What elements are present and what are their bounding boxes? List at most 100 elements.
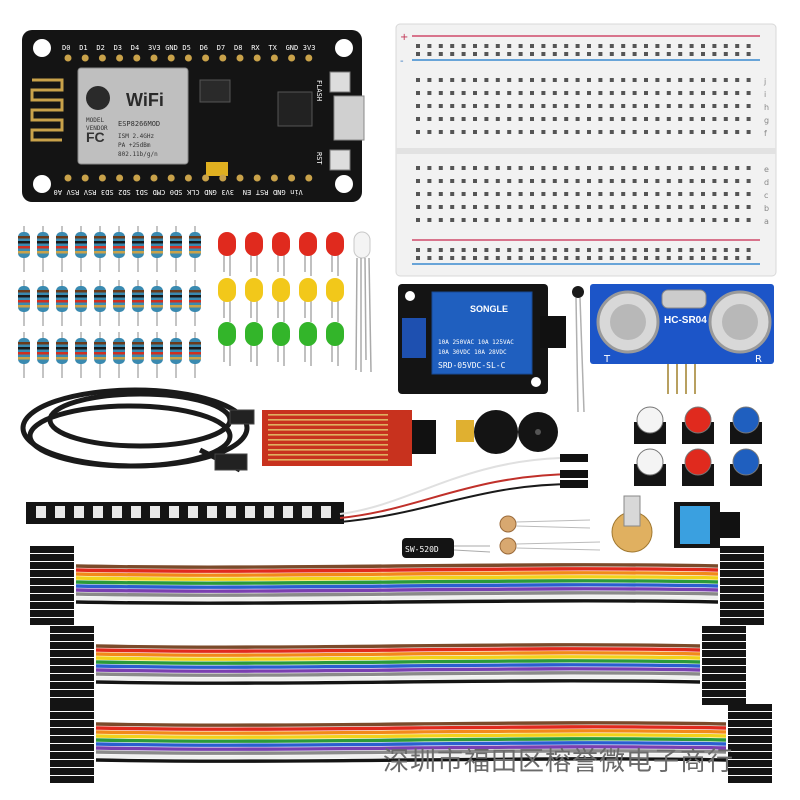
hole-icon <box>484 205 489 209</box>
connector-icon <box>728 744 772 751</box>
connector-icon <box>720 586 764 593</box>
led-icon <box>218 278 236 302</box>
hole-icon <box>552 166 557 170</box>
hole-icon <box>609 192 614 196</box>
connector-icon <box>50 634 94 641</box>
resistor-icon <box>94 338 106 364</box>
hole-icon <box>564 78 569 82</box>
module-model: ESP8266MOD <box>118 120 160 128</box>
tilt-switch: SW-520D <box>402 538 491 558</box>
hole-icon <box>518 130 523 134</box>
hole-icon <box>484 104 489 108</box>
hole-icon <box>609 248 614 252</box>
pin-pad-icon <box>150 174 158 182</box>
hole-icon <box>644 78 648 82</box>
hole-icon <box>621 248 626 252</box>
wire-icon <box>95 651 701 657</box>
hole-icon <box>541 44 546 48</box>
hole-icon <box>678 256 683 260</box>
hole-icon <box>518 166 523 170</box>
hole-icon <box>723 104 728 108</box>
top-pin-label: D1 <box>79 44 87 52</box>
pixel-icon <box>321 506 331 518</box>
hole-icon <box>666 256 671 260</box>
hole-icon <box>621 192 626 196</box>
bottom-pin-label: 3V3 <box>221 188 234 196</box>
module-spec-3: 802.11b/g/n <box>118 151 158 158</box>
wire-icon <box>75 579 719 585</box>
resistor-icon <box>56 338 68 364</box>
hole-icon <box>552 52 557 56</box>
hole-icon <box>518 44 523 48</box>
hole-icon <box>644 205 648 209</box>
button-cap-icon <box>636 448 664 476</box>
hole-icon <box>564 248 569 252</box>
bottom-pin-label: CLK <box>186 188 199 196</box>
wire-icon <box>95 663 701 669</box>
micro-usb-port <box>333 95 365 141</box>
hole-icon <box>712 256 717 260</box>
hole-icon <box>495 91 500 95</box>
hole-icon <box>723 218 728 222</box>
pin-pad-icon <box>98 174 106 182</box>
hole-icon <box>701 256 705 260</box>
hole-icon <box>598 117 603 121</box>
sensor-model: HC-SR04 <box>664 315 707 326</box>
hole-icon <box>598 218 603 222</box>
hole-icon <box>541 256 546 260</box>
hole-icon <box>632 44 637 48</box>
resistor-icon <box>189 286 201 312</box>
pin-pad-icon <box>81 54 89 62</box>
hole-icon <box>723 256 728 260</box>
button-cap-icon <box>684 448 712 476</box>
hole-icon <box>473 104 477 108</box>
connector-icon <box>30 578 74 585</box>
connector-icon <box>728 736 772 743</box>
hole-icon <box>484 91 489 95</box>
hole-icon <box>587 44 591 48</box>
hole-icon <box>621 130 626 134</box>
hole-icon <box>450 192 455 196</box>
pin-pad-icon <box>253 174 261 182</box>
hole-icon <box>552 218 557 222</box>
hole-icon <box>587 256 591 260</box>
pixel-icon <box>207 506 217 518</box>
connector-icon <box>30 602 74 609</box>
hole-icon <box>621 44 626 48</box>
hole-icon <box>678 205 683 209</box>
hole-icon <box>723 166 728 170</box>
hole-icon <box>632 104 637 108</box>
bottom-pin-label: GND <box>273 188 286 196</box>
hole-icon <box>473 130 477 134</box>
top-pin-label: 3V3 <box>148 44 161 52</box>
resistor-icon <box>170 286 182 312</box>
top-pin-label: GND <box>286 44 299 52</box>
hole-icon <box>746 44 751 48</box>
connector-icon <box>30 570 74 577</box>
hole-icon <box>621 52 626 56</box>
hole-icon <box>530 205 534 209</box>
pin-pad-icon <box>253 54 261 62</box>
bottom-pin-label: A0 <box>54 188 62 196</box>
connector-icon <box>50 690 94 697</box>
connector-icon <box>50 666 94 673</box>
hole-icon <box>632 78 637 82</box>
hole-icon <box>587 218 591 222</box>
hole-icon <box>461 179 466 183</box>
led-icon <box>299 232 317 256</box>
hole-icon <box>598 248 603 252</box>
hole-icon <box>507 248 512 252</box>
connector-icon <box>720 610 764 617</box>
hole-icon <box>746 130 751 134</box>
hole-icon <box>712 130 717 134</box>
pixel-icon <box>264 506 274 518</box>
hole-icon <box>689 78 694 82</box>
hole-icon <box>575 117 580 121</box>
hole-icon <box>712 248 717 252</box>
hole-icon <box>484 117 489 121</box>
hole-icon <box>518 78 523 82</box>
pixel-icon <box>226 506 236 518</box>
hole-icon <box>484 166 489 170</box>
